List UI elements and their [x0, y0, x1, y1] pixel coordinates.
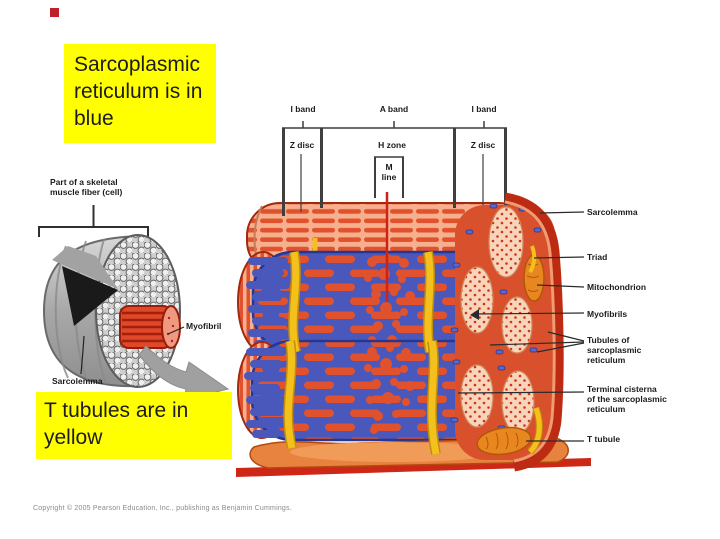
- sarcolemma-left-leader: [80, 335, 85, 375]
- myofibrils-arrowhead: [470, 309, 479, 320]
- fiber-notch: [62, 266, 118, 326]
- triad-t-tubule: [528, 245, 537, 274]
- sarcolemma-membrane: [503, 192, 564, 472]
- red-square-decoration: [50, 8, 59, 17]
- cut-face: [450, 192, 564, 472]
- band-guides: [282, 121, 507, 217]
- myofibril-cross-sections: [460, 206, 535, 434]
- extracted-myofibril: [119, 305, 181, 349]
- mitochondria: [476, 254, 545, 456]
- right-leaders: [457, 211, 585, 442]
- skeletal-fiber-figure: [38, 205, 230, 401]
- t-tubule-structure: [528, 407, 542, 454]
- myofibril-leader: [167, 326, 185, 335]
- caption-bracket: [38, 205, 149, 237]
- t-tubule-bands: [283, 251, 441, 455]
- main-diagram: [236, 121, 591, 477]
